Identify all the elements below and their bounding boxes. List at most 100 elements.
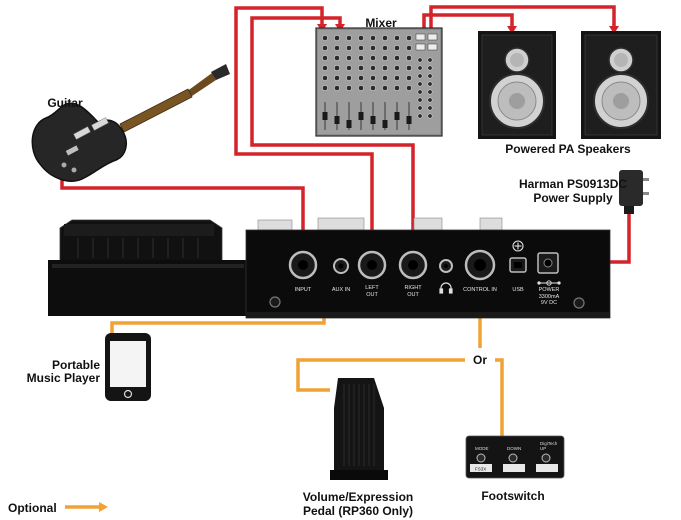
mixer-knob: [417, 89, 423, 95]
footswitch-brand: DigiTech: [540, 441, 558, 446]
mixer-to-right-speaker-cable: [429, 5, 616, 28]
mixer-knob: [322, 55, 328, 61]
ground-icon: [512, 240, 524, 252]
mixer-knob: [382, 35, 388, 41]
mixer-knob: [370, 75, 376, 81]
pedal-unit: INPUT AUX IN LEFT OUT RIGHT OUT CONTROL …: [48, 217, 611, 319]
mixer-knob: [427, 65, 433, 71]
power-label: POWER: [539, 287, 560, 293]
footswitch-model: FS3X: [475, 467, 486, 472]
mixer-knob: [334, 85, 340, 91]
mixer-knob: [346, 65, 352, 71]
mixer-knob: [322, 85, 328, 91]
mixer-knob: [358, 65, 364, 71]
mixer-knob: [417, 65, 423, 71]
mixer-knob: [382, 75, 388, 81]
mixer-knob: [394, 85, 400, 91]
mixer-knob: [427, 73, 433, 79]
mixer-fader: [370, 116, 376, 124]
mixer-knob: [417, 105, 423, 111]
footswitch-up-label: UP: [540, 446, 546, 451]
footswitch-mode-label: MODE: [475, 446, 489, 451]
left-out-label-line2: OUT: [366, 292, 378, 298]
mixer-fader: [322, 112, 328, 120]
or-label: Or: [473, 353, 487, 367]
right-out-label-line1: RIGHT: [404, 285, 422, 291]
footswitch-up-button[interactable]: [541, 453, 551, 463]
mixer-knob: [417, 97, 423, 103]
mixer-knob: [394, 55, 400, 61]
mixer-knob: [427, 113, 433, 119]
mixer-knob: [370, 85, 376, 91]
pedal-label-line2: Pedal (RP360 Only): [303, 504, 413, 518]
guitar-cable: [60, 178, 305, 260]
mixer-knob: [406, 85, 412, 91]
mixer-knob: [417, 57, 423, 63]
mixer-knob: [406, 65, 412, 71]
mixer-knob: [346, 45, 352, 51]
mixer-fader: [346, 120, 352, 128]
mixer-knob: [417, 81, 423, 87]
expression-pedal-ribs: [343, 384, 375, 466]
mixer-knob: [427, 89, 433, 95]
music-player: [105, 333, 151, 401]
left-out-label-line1: LEFT: [365, 285, 379, 291]
speaker-right: [581, 31, 661, 139]
mixer-knob: [417, 73, 423, 79]
mixer-knob: [358, 35, 364, 41]
mixer-knob: [382, 65, 388, 71]
right-out-label-line2: OUT: [407, 292, 419, 298]
mixer-fader: [406, 116, 412, 124]
mixer-knob: [370, 65, 376, 71]
left-out-cable: [234, 6, 374, 258]
treadle-ribs: [77, 238, 199, 258]
player-label-line2: Music Player: [27, 371, 101, 385]
power-spec-line1: 3300mA: [539, 294, 560, 300]
power-supply: [619, 170, 649, 214]
legend-optional-label: Optional: [8, 501, 57, 515]
mixer-knob: [427, 81, 433, 87]
mixer-knob: [394, 45, 400, 51]
player-label-line1: Portable: [52, 358, 100, 372]
mixer-knobs: [322, 33, 438, 119]
pedal-label-line1: Volume/Expression: [303, 490, 413, 504]
mixer-knob: [394, 65, 400, 71]
mixer-knob: [334, 75, 340, 81]
mixer-knob: [382, 85, 388, 91]
signal-cables: [60, 5, 631, 264]
mixer-knob: [394, 35, 400, 41]
mixer-knob: [322, 65, 328, 71]
footswitch-mode-button[interactable]: [476, 453, 486, 463]
mixer-knob: [346, 85, 352, 91]
mixer-knob: [406, 45, 412, 51]
mixer-fader: [394, 112, 400, 120]
polarity-icon: [537, 280, 561, 286]
mixer-fader: [334, 116, 340, 124]
guitar: [31, 64, 230, 182]
speakers-label: Powered PA Speakers: [505, 142, 631, 156]
mixer-knob: [427, 105, 433, 111]
mixer-knob: [382, 55, 388, 61]
right-out-cable: [250, 16, 415, 258]
psu-label-line1: Harman PS0913DC: [519, 177, 627, 191]
footswitch-down-button[interactable]: [508, 453, 518, 463]
speaker-left: [478, 31, 556, 139]
control-split-right: [495, 358, 504, 437]
mixer-knob: [406, 55, 412, 61]
mixer-label: Mixer: [365, 16, 397, 30]
screw-left: [269, 296, 281, 308]
mixer-knob: [334, 35, 340, 41]
footswitch: DigiTech MODE DOWN UP FS3X: [465, 435, 565, 479]
mixer-knob: [322, 35, 328, 41]
mixer-knob: [358, 85, 364, 91]
mixer-knob: [358, 75, 364, 81]
mixer-knob: [346, 75, 352, 81]
mixer-knob: [417, 113, 423, 119]
mixer-knob: [427, 57, 433, 63]
mixer-knob: [406, 75, 412, 81]
mixer-knob: [427, 97, 433, 103]
control-in-label: CONTROL IN: [463, 287, 497, 293]
headphone-icon: [439, 282, 453, 294]
psu-label-line2: Power Supply: [533, 191, 613, 205]
